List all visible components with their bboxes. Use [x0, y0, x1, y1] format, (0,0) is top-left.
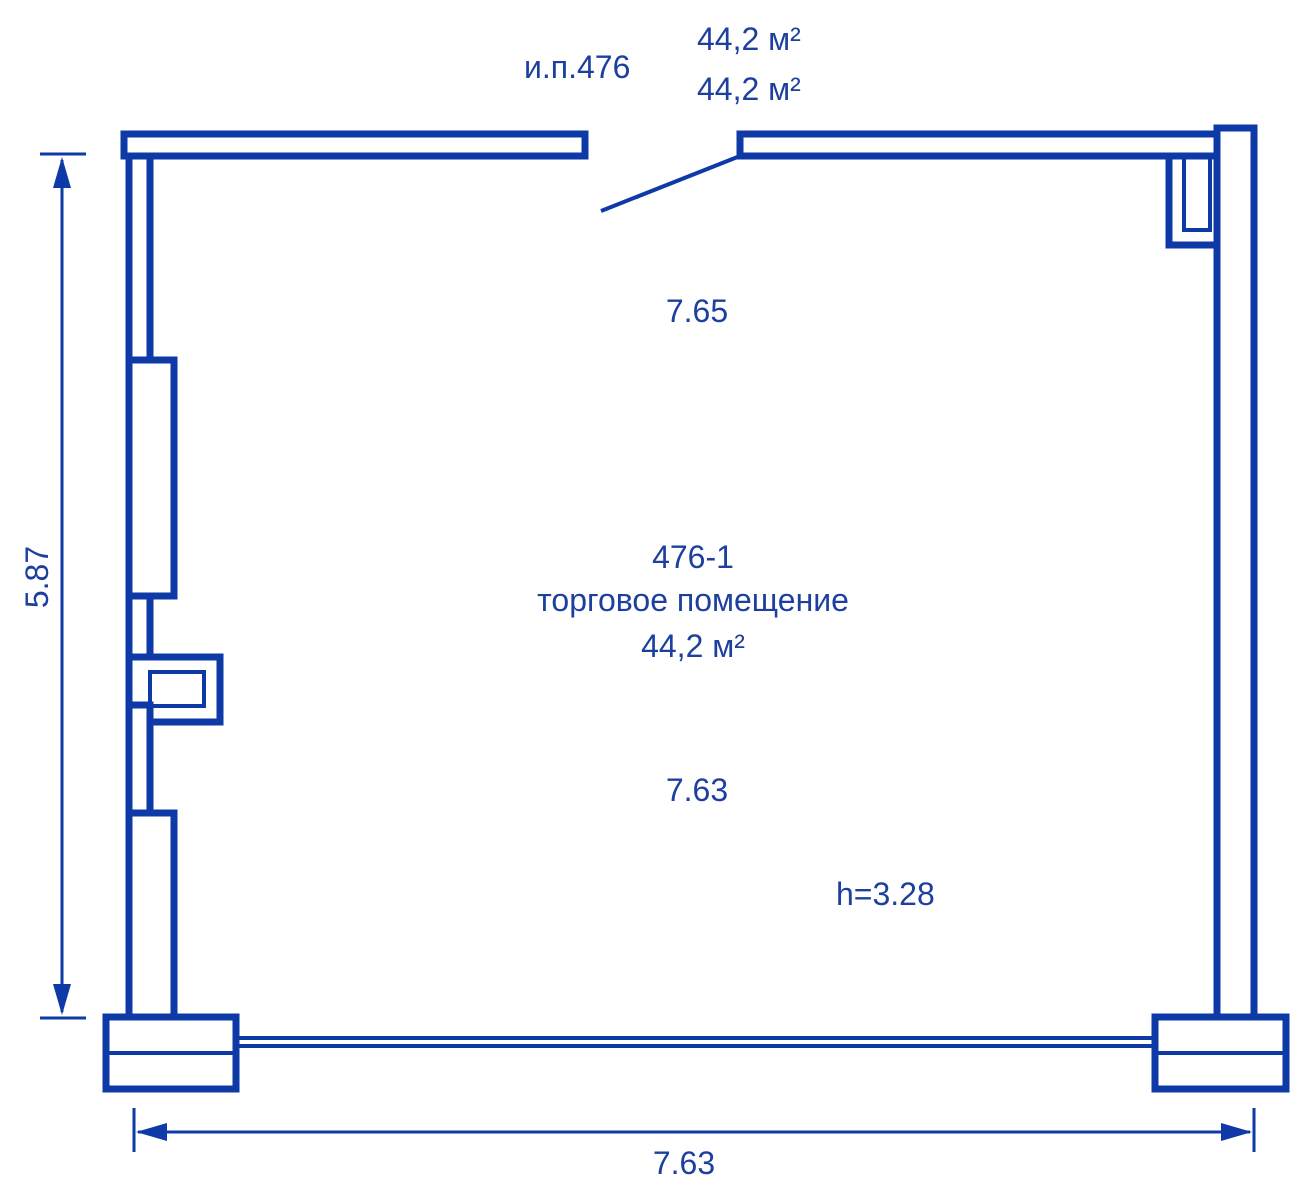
- dim-height-arrow-top: [53, 157, 71, 188]
- dim-height-arrow-bottom: [53, 984, 71, 1015]
- wall-top-left: [120, 130, 589, 160]
- column-top-right-inner: [1182, 154, 1212, 232]
- room-id: 476-1: [652, 539, 734, 575]
- walls: [102, 124, 1290, 1093]
- room-width-bottom: 7.63: [666, 772, 728, 808]
- door-swing-line: [600, 154, 741, 213]
- ceiling-height: h=3.28: [836, 876, 935, 912]
- dim-width-label: 7.63: [653, 1145, 715, 1181]
- wall-left-upper: [125, 152, 154, 366]
- window-left-lower: [125, 809, 178, 1027]
- dimension-height: [40, 152, 86, 1020]
- area-top-2: 44,2 м²: [697, 71, 801, 107]
- room-name: торговое помещение: [537, 582, 849, 618]
- dim-height-label: 5.87: [19, 546, 55, 608]
- unit-label: и.п.476: [524, 49, 630, 85]
- dimension-width: [132, 1108, 1256, 1152]
- niche-inner: [148, 670, 206, 708]
- room-width-top: 7.65: [666, 293, 728, 329]
- window-left-upper: [125, 356, 178, 600]
- wall-top-right: [736, 130, 1224, 160]
- dim-width-arrow-right: [1221, 1123, 1252, 1141]
- area-top-1: 44,2 м²: [697, 21, 801, 57]
- wall-left-lower: [125, 701, 154, 817]
- wall-right: [1213, 124, 1258, 1027]
- room-area: 44,2 м²: [641, 628, 745, 664]
- dim-width-arrow-left: [136, 1123, 167, 1141]
